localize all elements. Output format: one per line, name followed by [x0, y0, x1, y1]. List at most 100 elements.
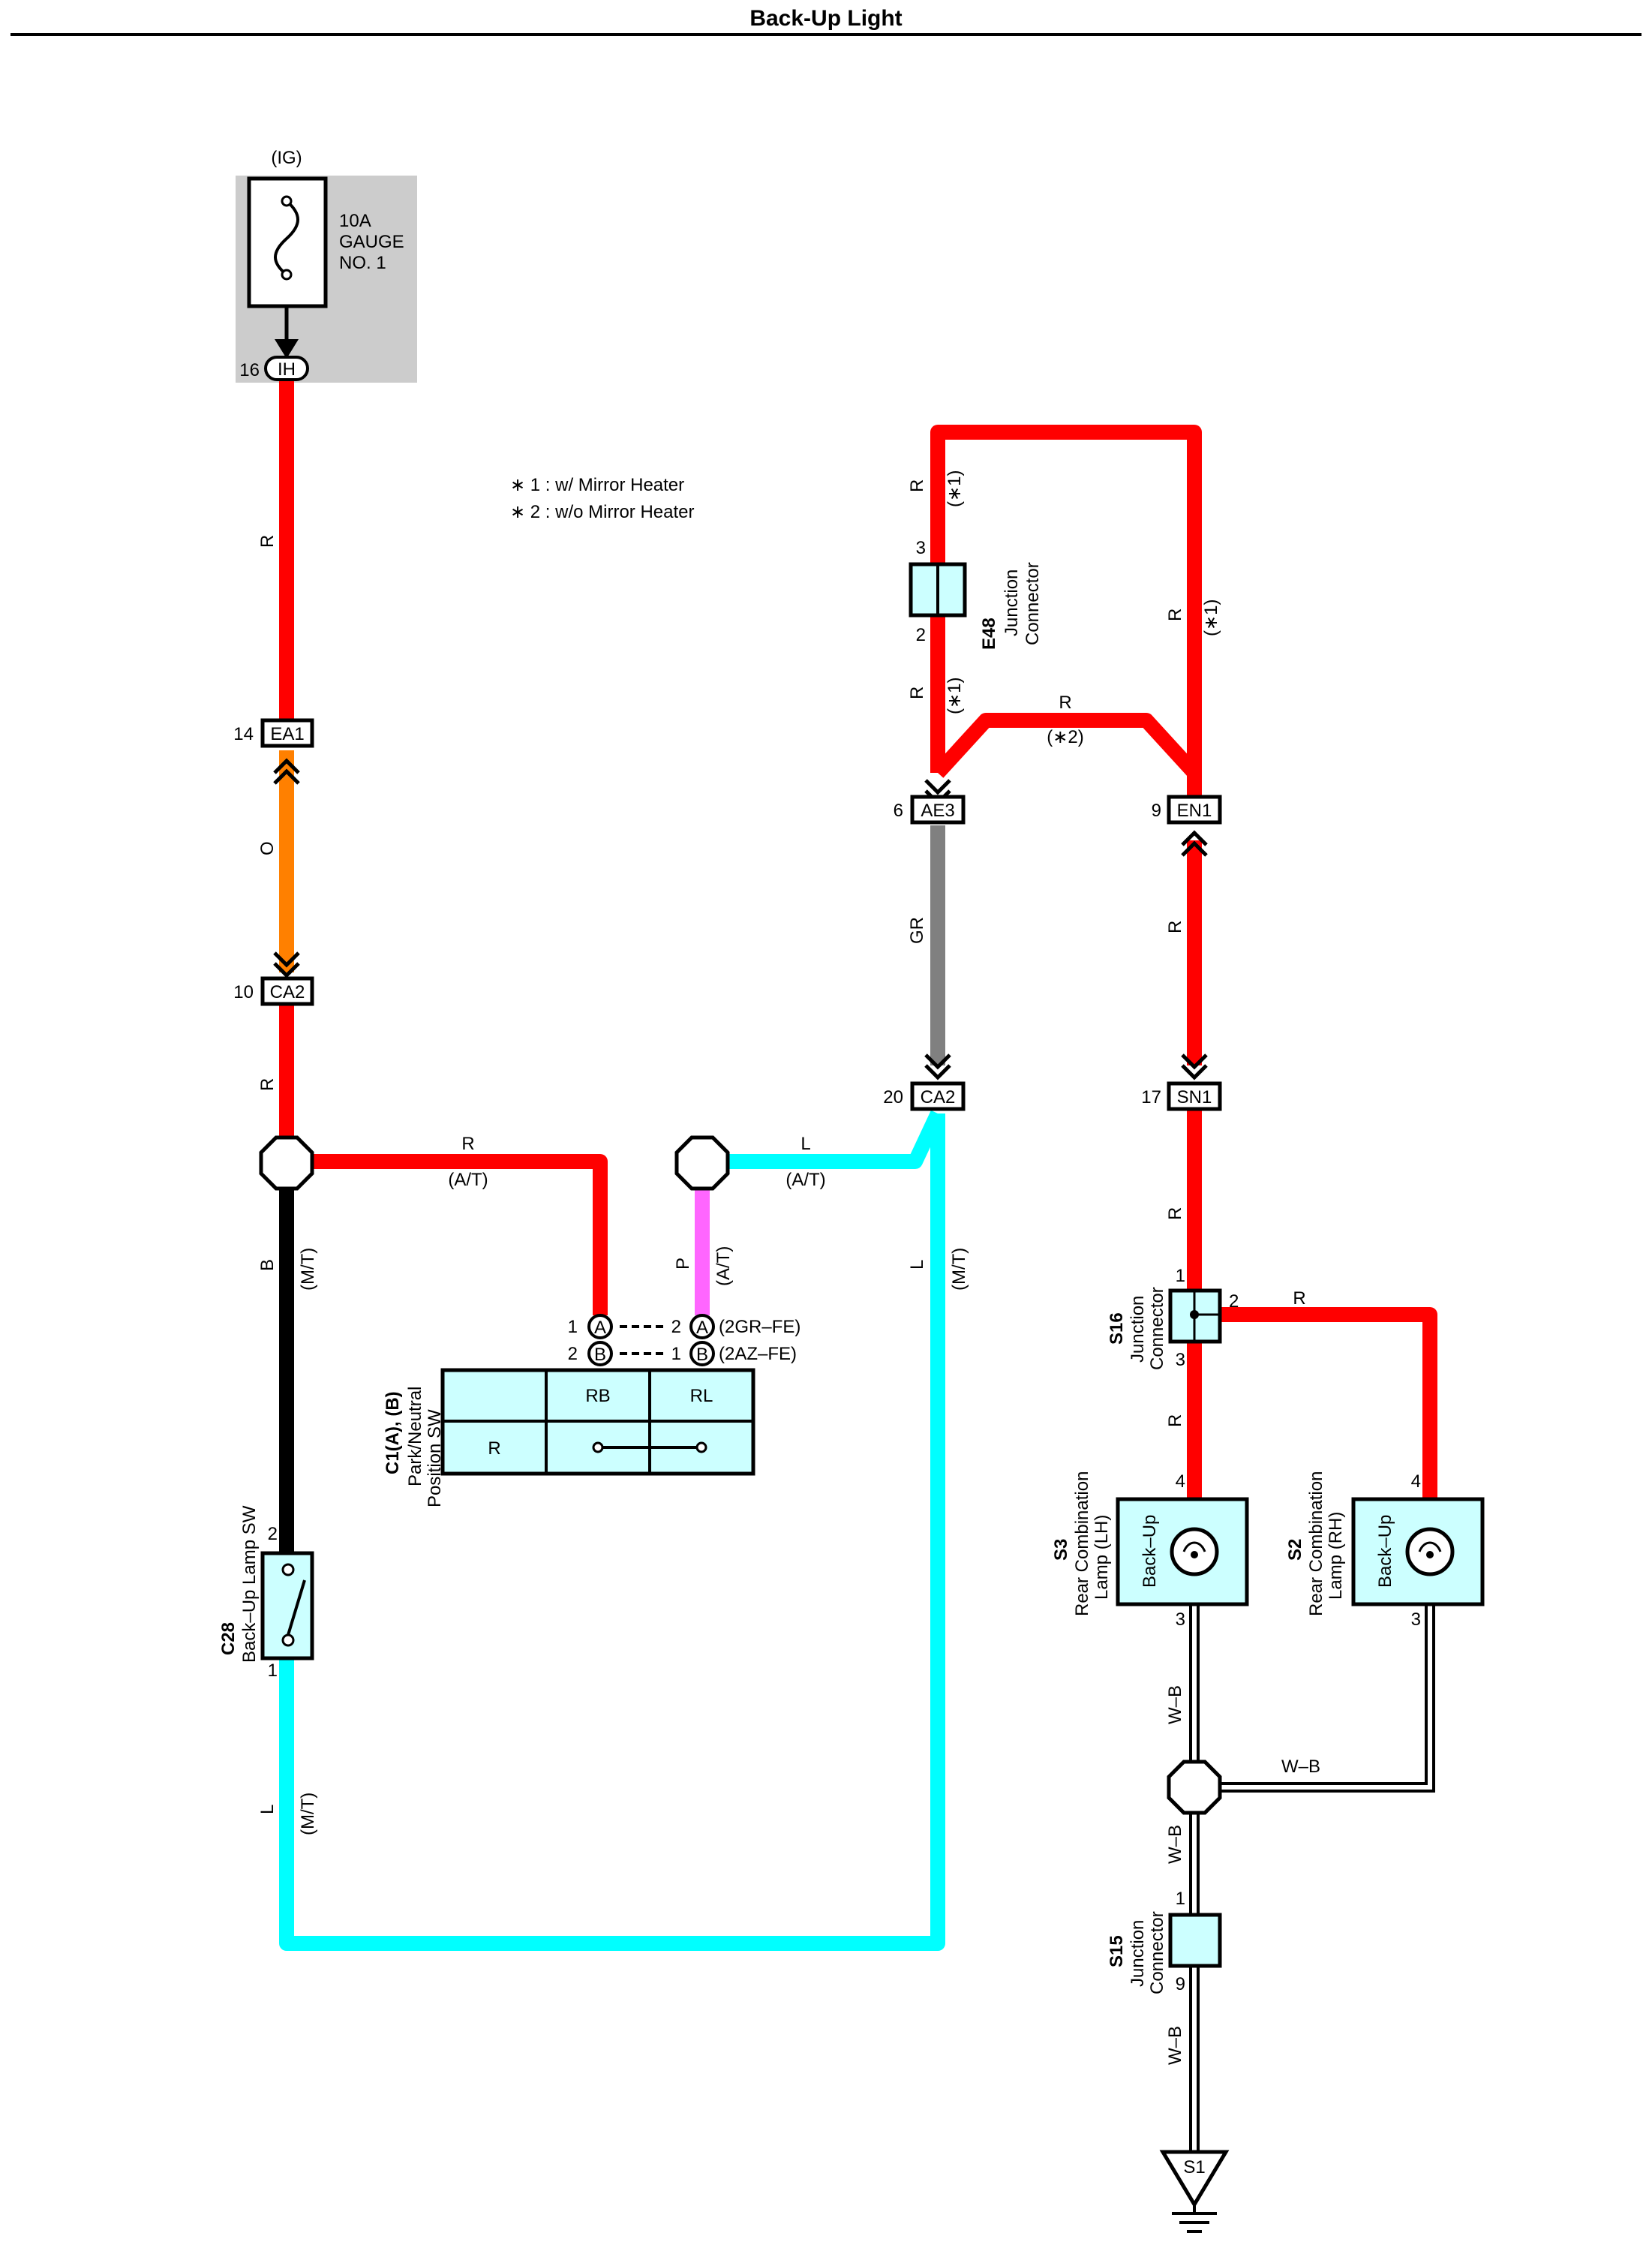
wire-red-to-c1 — [309, 1154, 608, 1315]
s2-pin-top: 4 — [1411, 1471, 1421, 1492]
s3-pin-top: 4 — [1176, 1471, 1185, 1492]
wire-red-mirror-loop — [930, 425, 1202, 795]
label-at-red: (A/T) — [448, 1170, 488, 1190]
c1-variant-b: (2AZ–FE) — [719, 1344, 797, 1364]
en1-pin: 9 — [1152, 801, 1161, 821]
c1-letter-a-right: A — [696, 1318, 708, 1338]
s16-junction-dot — [1190, 1310, 1199, 1319]
fuse-terminal-top — [281, 195, 293, 207]
s3-inner-label: Back–Up — [1140, 1515, 1160, 1588]
c28-code: C28 — [218, 1622, 239, 1655]
label-mt-black: (M/T) — [298, 1248, 318, 1291]
s15-junction-connector: 1 9 S15 Junction Connector — [1107, 1889, 1222, 1994]
s2-name-line2: Lamp (RH) — [1326, 1512, 1346, 1600]
fuse-pin-number: 16 — [239, 360, 260, 380]
connector-ca2-left: 10 CA2 — [233, 976, 314, 1006]
c28-backup-lamp-switch: 2 1 C28 Back–Up Lamp SW — [218, 1505, 314, 1681]
s16-name-line2: Connector — [1147, 1287, 1167, 1370]
s15-pin-bottom: 9 — [1176, 1974, 1185, 1994]
c1-pin-b-left: 2 — [568, 1344, 578, 1364]
s15-name-line1: Junction — [1128, 1920, 1148, 1987]
s2-pin-bottom: 3 — [1411, 1609, 1421, 1630]
e48-name-line2: Connector — [1023, 562, 1043, 645]
splice-left — [259, 1135, 314, 1191]
e48-junction-connector: 3 2 E48 Junction Connector — [909, 538, 1043, 650]
chevron-ea1-icon — [273, 758, 300, 785]
c1-row-r: R — [488, 1438, 500, 1459]
s3-pin-bottom: 3 — [1176, 1609, 1185, 1630]
s2-rear-combination-lamp-rh: 4 Back–Up 3 S2 Rear Combination Lamp (RH… — [1285, 1471, 1485, 1630]
c1-pin-a-left: 1 — [568, 1317, 578, 1337]
label-at-cyan: (A/T) — [785, 1170, 825, 1190]
chevron-ca2-mid-icon — [924, 1053, 951, 1080]
s16-name-line1: Junction — [1128, 1296, 1148, 1363]
fuse-arrow-icon — [275, 339, 299, 359]
fuse-name-line1: GAUGE — [339, 232, 404, 252]
connector-ae3: 6 AE3 — [894, 795, 966, 825]
connector-ea1: 14 EA1 — [233, 718, 314, 748]
s16-pin-top: 1 — [1176, 1266, 1185, 1286]
c28-name: Back–Up Lamp SW — [239, 1505, 260, 1663]
c1-continuity-dot-left — [592, 1441, 604, 1453]
s2-bulb-center — [1426, 1551, 1434, 1558]
s15-name-line2: Connector — [1147, 1911, 1167, 1994]
fuse-connector-ih — [264, 356, 309, 381]
c1-park-neutral-switch: 1 A 2 B 2 A (2GR–FE) 1 B (2AZ–FE) RB RL … — [383, 1314, 800, 1507]
s2-inner-label: Back–Up — [1375, 1515, 1395, 1588]
label-wb-ground: W–B — [1165, 2026, 1185, 2065]
wire-red-s16-to-s2 — [1219, 1307, 1437, 1499]
sn1-pin: 17 — [1141, 1087, 1161, 1107]
sn1-box — [1167, 1081, 1222, 1111]
c1-pin-a-right: 2 — [671, 1317, 681, 1337]
ca2-left-pin: 10 — [233, 982, 254, 1002]
ea1-pin: 14 — [233, 724, 254, 744]
wire-cyan-c28-loop — [279, 1113, 945, 1951]
label-star1-e48-top: (∗1) — [945, 470, 965, 507]
diagram-title: Back-Up Light — [749, 6, 902, 31]
chevron-en1-icon — [1181, 830, 1208, 857]
label-l-cyan-mid: L — [907, 1260, 927, 1270]
label-r-s16-s3: R — [1165, 1414, 1185, 1427]
en1-box — [1167, 795, 1222, 825]
s2-code: S2 — [1285, 1539, 1305, 1561]
label-r-to-c1: R — [461, 1134, 474, 1154]
s3-code: S3 — [1051, 1539, 1071, 1561]
note-no-mirror-heater: ∗ 2 : w/o Mirror Heater — [510, 502, 695, 522]
label-wb-s2: W–B — [1281, 1757, 1320, 1777]
label-wb-s3: W–B — [1165, 1685, 1185, 1724]
chevron-sn1-icon — [1181, 1053, 1208, 1080]
note-mirror-heater: ∗ 1 : w/ Mirror Heater — [510, 475, 684, 495]
s3-rear-combination-lamp-lh: 4 Back–Up 3 S3 Rear Combination Lamp (LH… — [1051, 1471, 1249, 1630]
fuse-name-line2: NO. 1 — [339, 253, 386, 273]
label-mt-cyan-mid: (M/T) — [949, 1248, 969, 1291]
c1-terminal-a-left — [587, 1314, 613, 1339]
label-b-black: B — [257, 1259, 278, 1271]
c1-name-line2: Position SW — [425, 1409, 445, 1507]
ground-s1: S1 — [1159, 2150, 1230, 2233]
s16-code: S16 — [1107, 1312, 1127, 1345]
ae3-id: AE3 — [921, 801, 954, 821]
wire-wb-s2-to-splice — [1217, 1606, 1435, 1793]
s3-name-line2: Lamp (LH) — [1092, 1515, 1112, 1600]
ca2-mid-pin: 20 — [883, 1087, 903, 1107]
label-wb-splice: W–B — [1165, 1825, 1185, 1864]
c28-contact-bottom — [281, 1633, 295, 1647]
sn1-id: SN1 — [1177, 1087, 1212, 1107]
label-r-sn1-s16: R — [1165, 1207, 1185, 1220]
c1-terminal-b-right — [689, 1341, 715, 1366]
e48-pin-bottom: 2 — [916, 625, 926, 645]
label-r-fuse: R — [257, 535, 278, 548]
wire-wb-s2-to-splice-core — [1217, 1606, 1432, 1790]
e48-pin-top: 3 — [916, 538, 926, 558]
c28-switch-blade-icon — [287, 1579, 306, 1636]
e48-code: E48 — [979, 618, 999, 650]
ca2-mid-id: CA2 — [921, 1087, 956, 1107]
ae3-box — [910, 795, 966, 825]
label-star2-jumper: (∗2) — [1047, 727, 1083, 747]
ground-id: S1 — [1183, 2157, 1205, 2177]
c1-col-rl: RL — [690, 1386, 713, 1406]
fuse-block: (IG) 10A GAUGE NO. 1 16 IH — [236, 148, 417, 383]
wire-wb-group — [1189, 1606, 1435, 2152]
ca2-left-id: CA2 — [270, 982, 305, 1002]
